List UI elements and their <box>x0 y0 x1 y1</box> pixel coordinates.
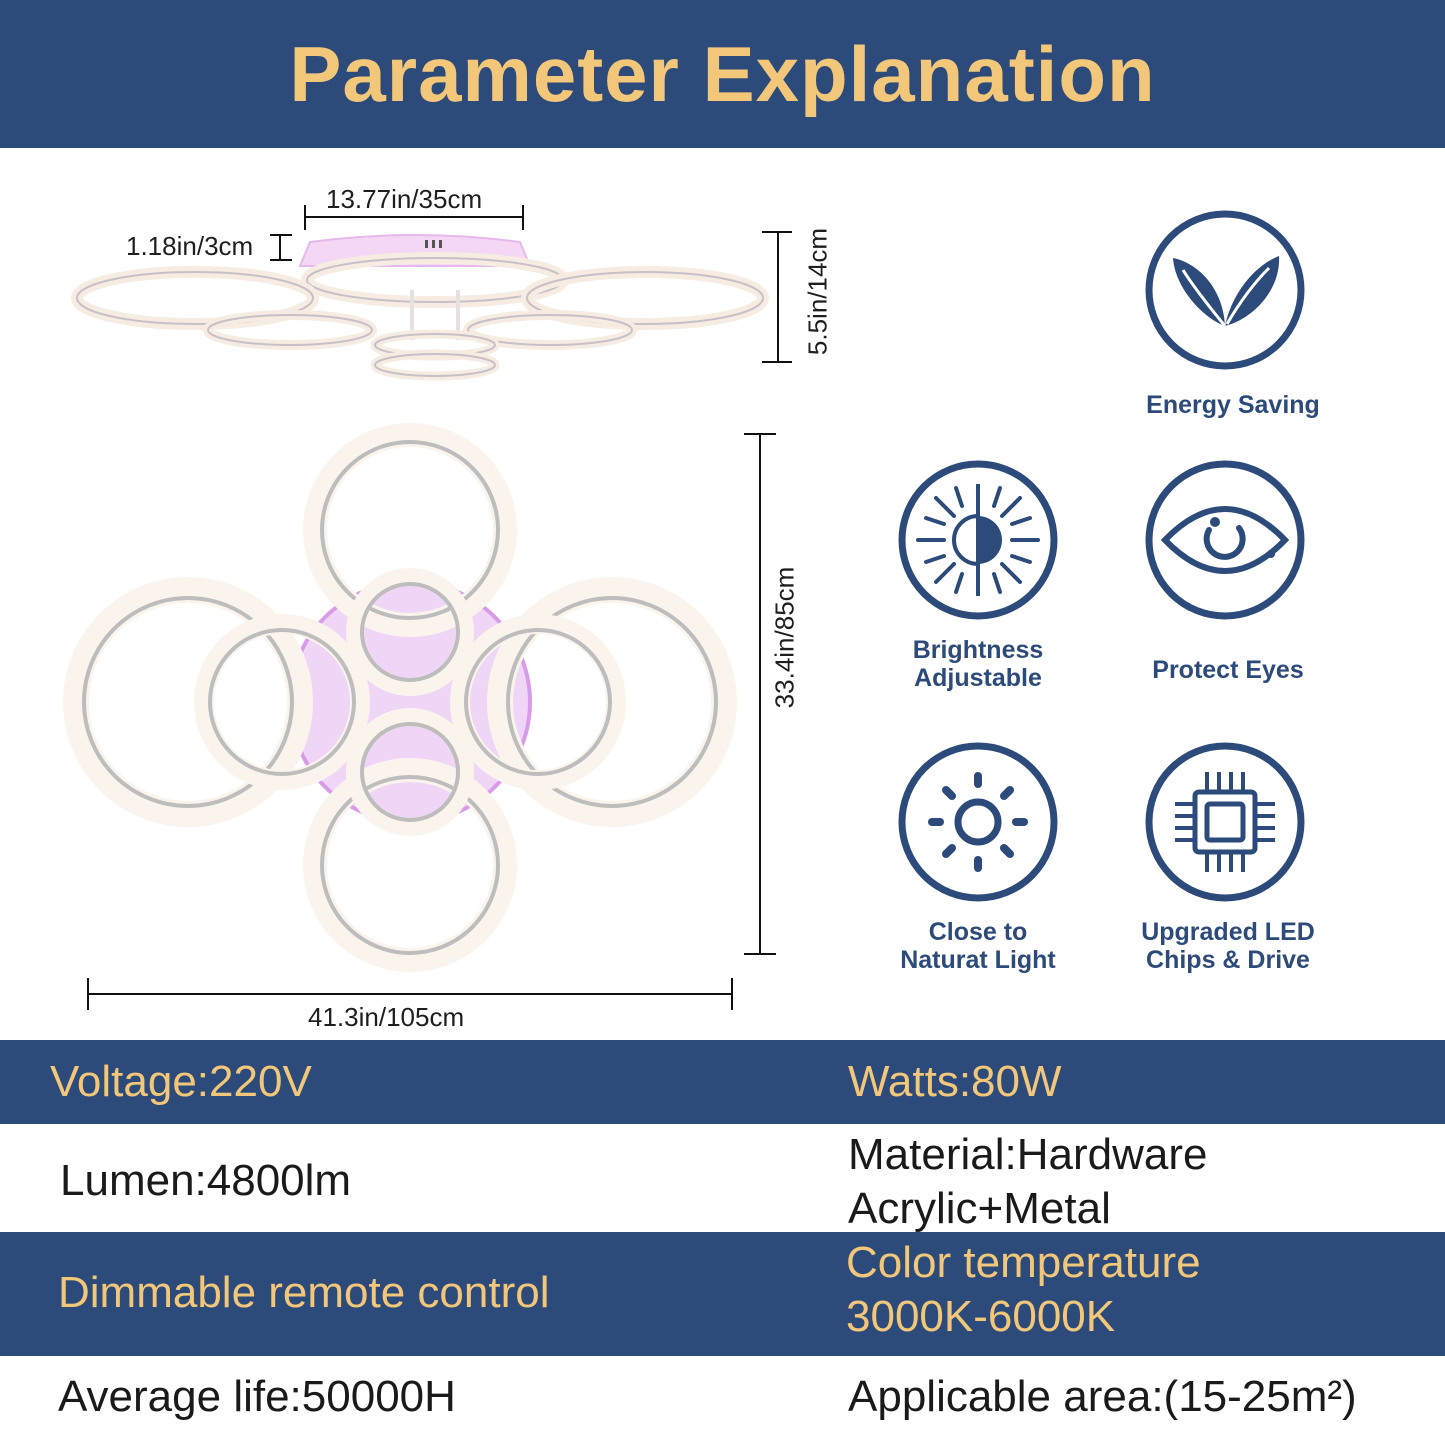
spec-voltage: Voltage:220V <box>50 1057 312 1106</box>
lamp-side-view <box>71 205 792 381</box>
feature-energy-saving <box>1143 208 1307 372</box>
half-sun-icon <box>898 460 1058 620</box>
sun-icon <box>898 742 1058 902</box>
feature-label-eyes: Protect Eyes <box>1152 656 1304 684</box>
spec-area: Applicable area:(15-25m²) <box>848 1372 1357 1421</box>
spec-lumen: Lumen:4800lm <box>60 1156 352 1205</box>
feature-led-chips <box>1143 740 1307 904</box>
header-band <box>0 0 1445 148</box>
side-height-label: 5.5in/14cm <box>802 227 833 356</box>
base-height-label: 1.18in/3cm <box>126 231 254 261</box>
spec-band-2 <box>0 1232 1445 1356</box>
front-width-label: 41.3in/105cm <box>308 1002 465 1032</box>
leaf-icon <box>1145 210 1305 370</box>
spec-watts: Watts:80W <box>848 1057 1062 1106</box>
feature-label-led: Upgraded LED Chips & Drive <box>1141 918 1315 974</box>
feature-label-brightness: Brightness Adjustable <box>912 636 1044 692</box>
spec-dimmable: Dimmable remote control <box>58 1268 550 1317</box>
spec-band-1 <box>0 1040 1445 1124</box>
page-title: Parameter Explanation <box>289 29 1156 118</box>
spec-life: Average life:50000H <box>58 1372 456 1421</box>
feature-brightness <box>896 458 1060 622</box>
eye-icon <box>1145 460 1305 620</box>
chip-icon <box>1145 742 1305 902</box>
lamp-front-view <box>63 423 776 1010</box>
top-width-label: 13.77in/35cm <box>326 184 483 214</box>
feature-label-natural: Close to Naturat Light <box>900 918 1056 974</box>
front-height-label: 33.4in/85cm <box>769 566 800 709</box>
feature-natural-light <box>896 740 1060 904</box>
spec-color-temp: Color temperature 3000K-6000K <box>846 1238 1201 1341</box>
spec-material: Material:Hardware Acrylic+Metal <box>848 1130 1208 1233</box>
feature-label-energy: Energy Saving <box>1146 391 1320 419</box>
feature-protect-eyes <box>1143 458 1307 622</box>
